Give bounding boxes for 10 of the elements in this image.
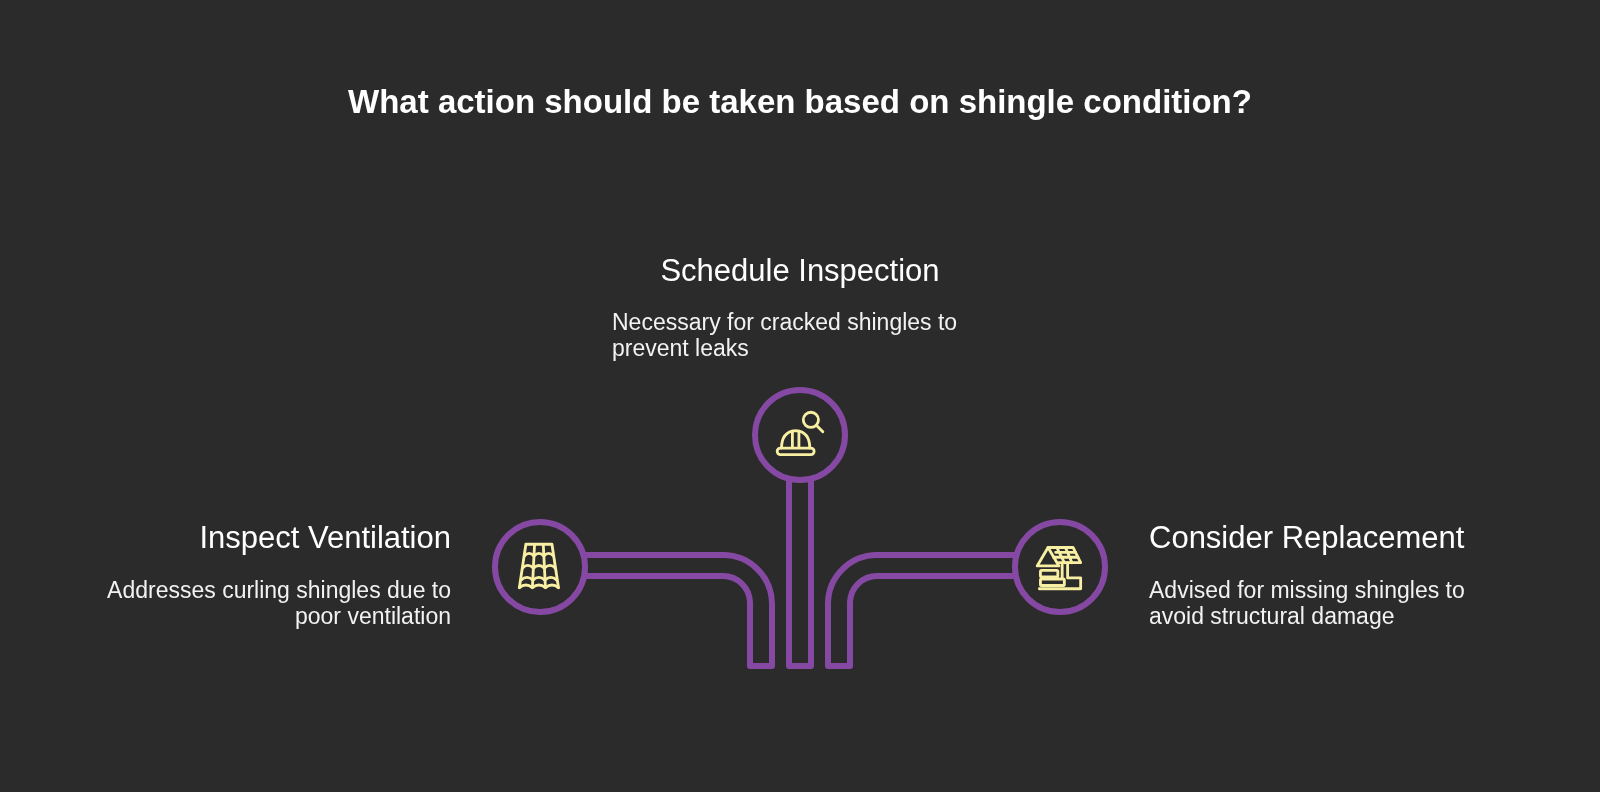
pipe-connector: [786, 479, 814, 669]
description: Advised for missing shingles to avoid structural damage: [1149, 577, 1466, 629]
pipe-connector: [583, 552, 775, 669]
description: Necessary for cracked shingles to prevent leaks: [612, 309, 959, 361]
heading: Consider Replacement: [1149, 520, 1466, 556]
title: What action should be taken based on shingle condition?: [348, 82, 1252, 122]
heading: Schedule Inspection: [659, 253, 941, 289]
pipe-connector: [825, 552, 1017, 669]
description: Addresses curling shingles due to poor ventilation: [106, 577, 451, 629]
heading: Inspect Ventilation: [198, 520, 451, 556]
